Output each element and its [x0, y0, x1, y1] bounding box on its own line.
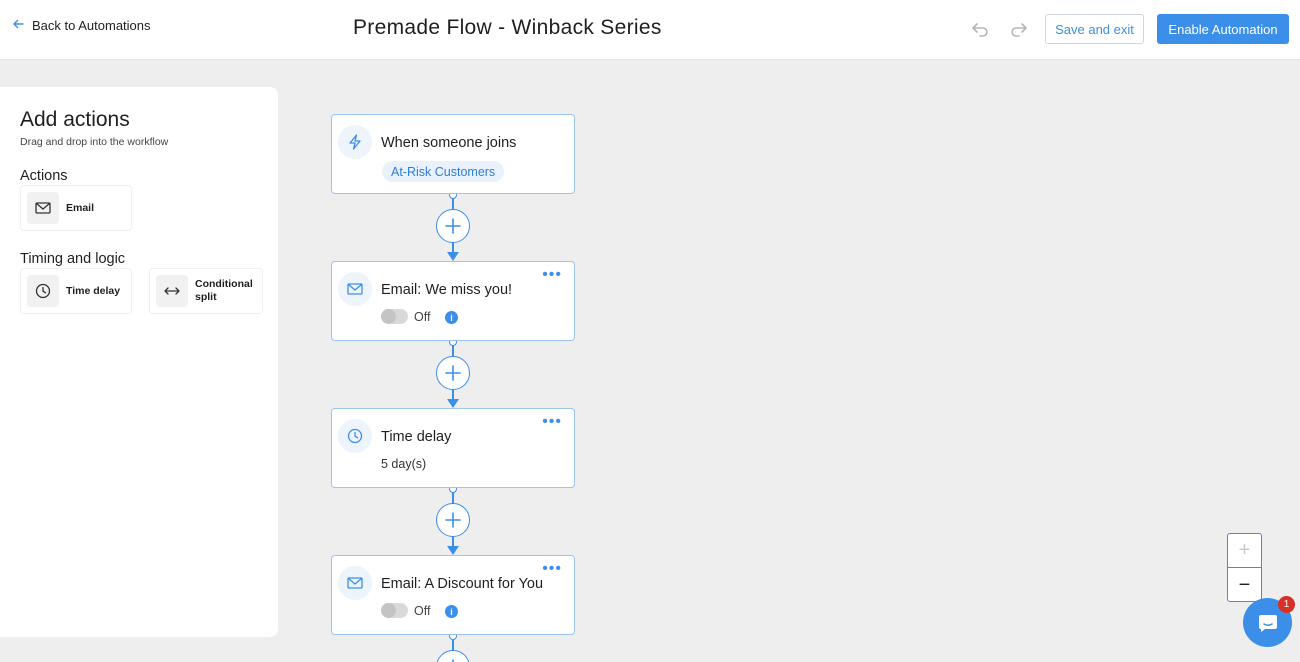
connector-arrow: [447, 546, 459, 555]
panel-subtitle: Drag and drop into the workflow: [20, 136, 169, 148]
trigger-card[interactable]: When someone joins At-Risk Customers: [331, 114, 575, 194]
plus-icon: [445, 218, 461, 234]
zoom-out-button[interactable]: −: [1238, 573, 1251, 596]
clock-icon: [27, 275, 59, 307]
add-step-button[interactable]: [436, 650, 470, 662]
add-actions-panel: Add actions Drag and drop into the workf…: [0, 87, 278, 637]
notification-badge: 1: [1278, 596, 1295, 613]
top-bar: Back to Automations Premade Flow - Winba…: [0, 0, 1300, 60]
status-label: Off: [414, 310, 431, 324]
status-toggle[interactable]: [381, 309, 408, 324]
time-delay-step-card[interactable]: Time delay ••• 5 day(s): [331, 408, 575, 488]
zoom-in-button[interactable]: +: [1228, 534, 1261, 568]
status-label: Off: [414, 604, 431, 618]
split-arrows-icon: [156, 275, 188, 307]
chat-icon: [1258, 614, 1277, 632]
step-title: Email: We miss you!: [381, 282, 513, 298]
panel-title: Add actions: [20, 108, 130, 131]
action-tile-label: Time delay: [66, 284, 121, 297]
toggle-knob: [381, 309, 396, 324]
undo-icon[interactable]: [969, 19, 991, 39]
timing-heading: Timing and logic: [20, 251, 126, 267]
zoom-controls: + −: [1227, 533, 1262, 602]
step-title: Time delay: [381, 429, 452, 445]
delay-duration: 5 day(s): [381, 457, 427, 471]
lightning-icon: [338, 125, 372, 159]
arrow-left-icon: [12, 18, 24, 33]
more-options-icon[interactable]: •••: [542, 266, 562, 283]
connector-arrow: [447, 399, 459, 408]
page-title: Premade Flow - Winback Series: [353, 16, 662, 39]
more-options-icon[interactable]: •••: [542, 413, 562, 430]
enable-automation-button[interactable]: Enable Automation: [1157, 14, 1289, 44]
action-tile-conditional-split[interactable]: Conditional split: [149, 268, 263, 314]
redo-icon[interactable]: [1008, 19, 1030, 39]
plus-icon: [445, 512, 461, 528]
save-and-exit-button[interactable]: Save and exit: [1045, 14, 1144, 44]
add-step-button[interactable]: [436, 209, 470, 243]
plus-icon: [445, 365, 461, 381]
envelope-icon: [338, 272, 372, 306]
status-toggle[interactable]: [381, 603, 408, 618]
action-tile-label: Email: [66, 201, 95, 214]
step-title: Email: A Discount for You: [381, 576, 544, 592]
back-label: Back to Automations: [32, 18, 151, 33]
back-to-automations-link[interactable]: Back to Automations: [12, 18, 151, 33]
action-tile-label: Conditional split: [195, 278, 253, 303]
trigger-title: When someone joins: [381, 135, 517, 151]
info-icon[interactable]: i: [445, 311, 458, 324]
action-tile-email[interactable]: Email: [20, 185, 132, 231]
actions-heading: Actions: [20, 168, 68, 184]
toggle-knob: [381, 603, 396, 618]
email-step-card[interactable]: Email: A Discount for You ••• Off i: [331, 555, 575, 635]
info-icon[interactable]: i: [445, 605, 458, 618]
list-badge: At-Risk Customers: [382, 161, 505, 182]
add-step-button[interactable]: [436, 503, 470, 537]
envelope-icon: [338, 566, 372, 600]
clock-icon: [338, 419, 372, 453]
more-options-icon[interactable]: •••: [542, 560, 562, 577]
connector-arrow: [447, 252, 459, 261]
envelope-icon: [27, 192, 59, 224]
add-step-button[interactable]: [436, 356, 470, 390]
action-tile-time-delay[interactable]: Time delay: [20, 268, 132, 314]
plus-icon: [452, 659, 454, 662]
email-step-card[interactable]: Email: We miss you! ••• Off i: [331, 261, 575, 341]
